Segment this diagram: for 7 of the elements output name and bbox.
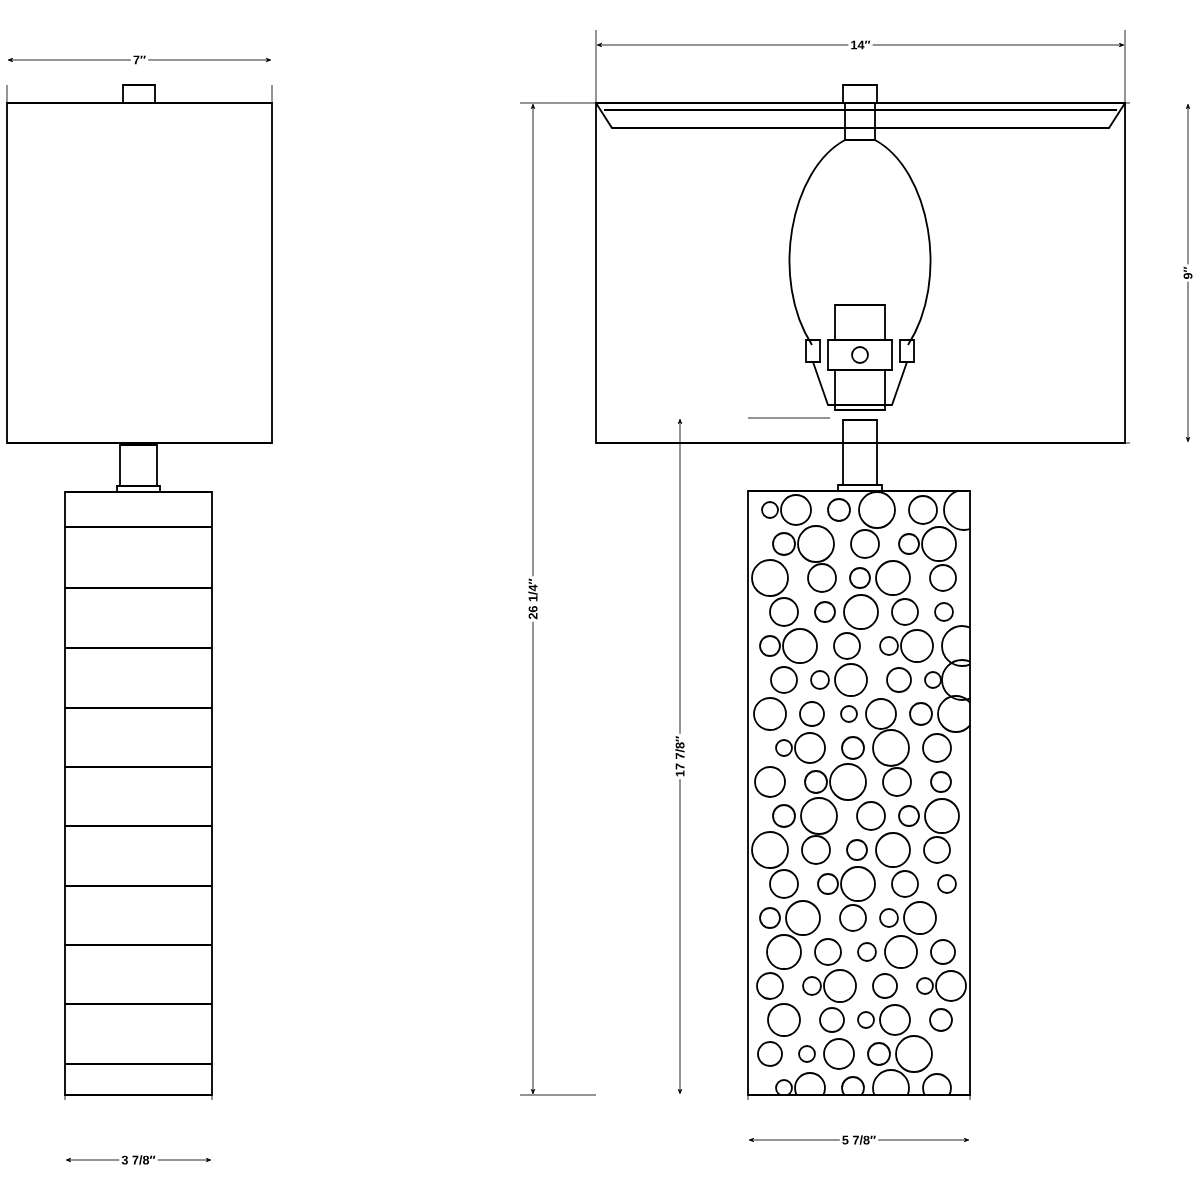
dimension-label: 5 7/8″ <box>839 1133 879 1147</box>
dimension-label: 26 1/4″ <box>526 576 540 622</box>
dimension-label: 14″ <box>848 38 873 52</box>
dimension-label: 17 7/8″ <box>673 733 687 780</box>
dimension-label: 9″ <box>1181 264 1195 282</box>
dimension-label: 7″ <box>130 53 149 67</box>
dimension-label: 3 7/8″ <box>119 1153 158 1167</box>
